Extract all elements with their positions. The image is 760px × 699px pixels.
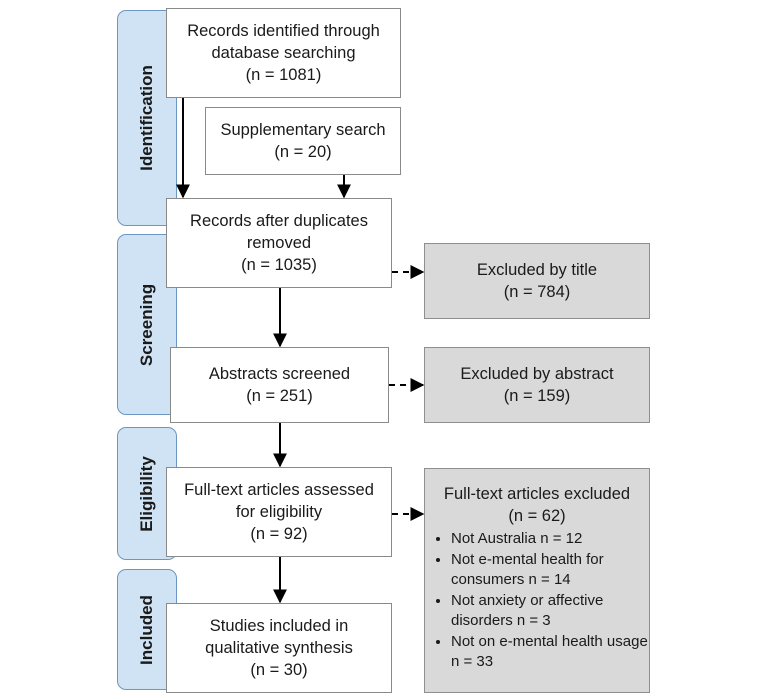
fulltext-line1: Full-text articles assessed (184, 481, 374, 499)
excluded-by-title-box: Excluded by title (n = 784) (424, 243, 650, 319)
records-identified-box: Records identified through database sear… (166, 8, 401, 98)
included-count: (n = 30) (250, 661, 308, 679)
fulltext-excluded-count: (n = 62) (508, 507, 566, 525)
exclusion-reason: Not Australia n = 12 (451, 529, 649, 550)
supplementary-count: (n = 20) (274, 143, 332, 161)
supplementary-search-box: Supplementary search (n = 20) (205, 107, 401, 175)
abstracts-line1: Abstracts screened (208, 365, 351, 383)
excluded-title-line1: Excluded by title (476, 261, 598, 279)
exclusion-reason: Not on e-mental health usage n = 33 (451, 632, 649, 673)
after-duplicates-count: (n = 1035) (241, 256, 317, 274)
included-line1: Studies included in (209, 617, 349, 635)
excluded-title-count: (n = 784) (503, 283, 571, 301)
after-duplicates-box: Records after duplicates removed (n = 10… (166, 198, 392, 288)
records-identified-count: (n = 1081) (245, 66, 322, 84)
supplementary-line1: Supplementary search (220, 121, 386, 139)
excluded-abstract-count: (n = 159) (503, 387, 571, 405)
records-identified-line1: Records identified through (187, 22, 380, 40)
fulltext-excluded-line1: Full-text articles excluded (443, 485, 631, 503)
fulltext-assessed-box: Full-text articles assessed for eligibil… (166, 467, 392, 557)
exclusion-reason: Not anxiety or affective disorders n = 3 (451, 591, 649, 632)
abstracts-screened-box: Abstracts screened (n = 251) (170, 347, 389, 423)
records-identified-line2: database searching (211, 44, 356, 62)
fulltext-excluded-box: Full-text articles excluded (n = 62) Not… (424, 468, 650, 693)
after-duplicates-line2: removed (246, 234, 312, 252)
abstracts-count: (n = 251) (246, 387, 313, 405)
included-line2: qualitative synthesis (205, 639, 353, 657)
excluded-by-abstract-box: Excluded by abstract (n = 159) (424, 347, 650, 423)
excluded-abstract-line1: Excluded by abstract (460, 365, 614, 383)
after-duplicates-line1: Records after duplicates (190, 212, 368, 230)
exclusion-reason: Not e-mental health for consumers n = 14 (451, 550, 649, 591)
studies-included-box: Studies included in qualitative synthesi… (166, 603, 392, 693)
exclusion-reasons-list: Not Australia n = 12 Not e-mental health… (425, 529, 649, 673)
fulltext-count: (n = 92) (250, 525, 308, 543)
fulltext-line2: for eligibility (235, 503, 323, 521)
